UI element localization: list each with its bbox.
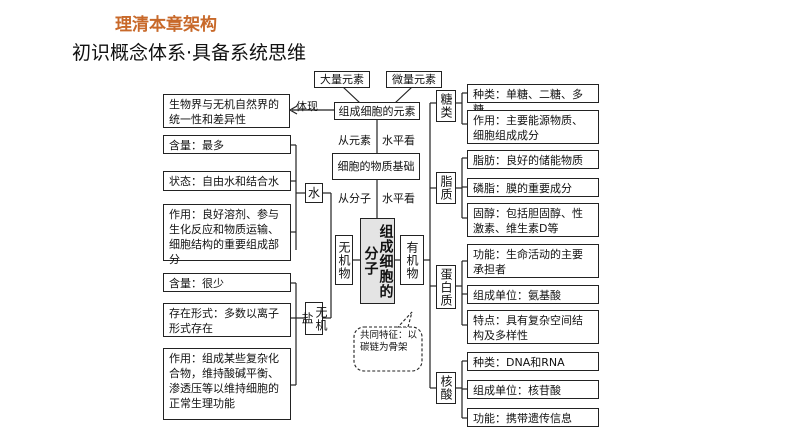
- elements-box: 组成细胞的元素: [334, 102, 420, 120]
- water-content-box: 含量：最多: [163, 135, 291, 154]
- inorganic-label: 无机物: [337, 240, 351, 280]
- salt-form-box: 存在形式：多数以离子形式存在: [163, 303, 291, 337]
- protein-feature-box: 特点：具有复杂空间结构及多样性: [467, 310, 599, 344]
- micro-elements-box: 微量元素: [386, 71, 442, 88]
- lipid-phospholipid-box: 磷脂：膜的重要成分: [467, 178, 599, 197]
- unity-box: 生物界与无机自然界的统一性和差异性: [163, 94, 290, 128]
- salt-label: 无机盐: [300, 305, 328, 332]
- nucleic-box: 核酸: [436, 372, 456, 404]
- molecules-label: 组成细胞的分子: [362, 223, 394, 299]
- level-view-label-1: 水平看: [382, 134, 415, 147]
- nucleic-types-box: 种类：DNA和RNA: [467, 352, 599, 371]
- inorganic-box: 无机物: [335, 235, 353, 285]
- water-state-box: 状态：自由水和结合水: [163, 171, 291, 191]
- nucleic-unit-box: 组成单位：核苷酸: [467, 380, 599, 399]
- salt-content-box: 含量：很少: [163, 273, 291, 292]
- protein-function-box: 功能：生命活动的主要承担者: [467, 244, 599, 278]
- lipid-label: 脂质: [439, 175, 453, 201]
- header-subtitle: 初识概念体系·具备系统思维: [72, 42, 307, 64]
- organic-label: 有机物: [405, 240, 419, 280]
- sugar-box: 糖类: [436, 90, 456, 122]
- protein-label: 蛋白质: [439, 267, 453, 307]
- lipid-fat-box: 脂肪：良好的储能物质: [467, 150, 599, 169]
- salt-box: 无机盐: [300, 302, 328, 335]
- lipid-sterol-box: 固醇：包括胆固醇、性激素、维生素D等: [467, 203, 599, 237]
- nucleic-label: 核酸: [439, 375, 453, 401]
- big-elements-box: 大量元素: [314, 71, 370, 88]
- sugar-function-box: 作用：主要能源物质、细胞组成成分: [467, 110, 599, 144]
- molecules-box: 组成细胞的分子: [360, 218, 395, 304]
- water-box: 水: [305, 183, 323, 203]
- header-title: 理清本章架构: [115, 15, 217, 35]
- water-function-box: 作用：良好溶剂、参与生化反应和物质运输、细胞结构的重要组成部分: [163, 204, 291, 266]
- nucleic-function-box: 功能：携带遗传信息: [467, 408, 599, 427]
- from-molecules-label: 从分子: [338, 192, 371, 205]
- protein-unit-box: 组成单位：氨基酸: [467, 285, 599, 304]
- protein-box: 蛋白质: [436, 265, 456, 309]
- sugar-label: 糖类: [439, 93, 453, 119]
- material-basis-box: 细胞的物质基础: [332, 153, 420, 180]
- common-feature-callout: 共同特征：以碳链为骨架: [360, 330, 418, 353]
- reflects-label: 体现: [296, 100, 318, 113]
- from-elements-label: 从元素: [338, 134, 371, 147]
- level-view-label-2: 水平看: [382, 192, 415, 205]
- lipid-box: 脂质: [436, 172, 456, 204]
- organic-box: 有机物: [400, 235, 424, 285]
- sugar-types-box: 种类：单糖、二糖、多糖: [467, 84, 599, 116]
- salt-function-box: 作用：组成某些复杂化合物，维持酸碱平衡、渗透压等以维持细胞的正常生理功能: [163, 348, 291, 420]
